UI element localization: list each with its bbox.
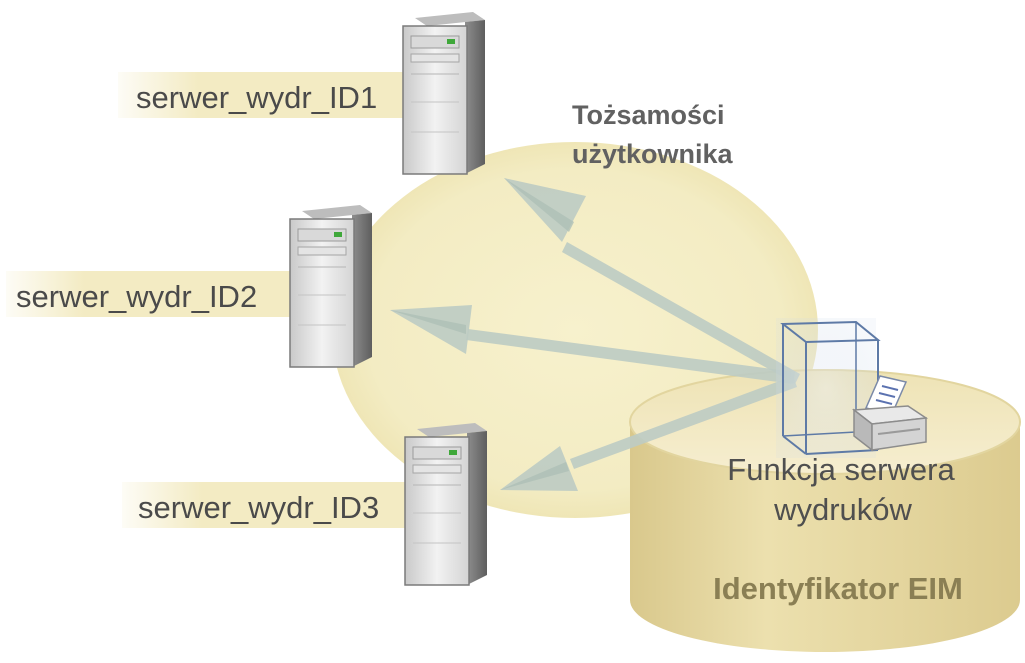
arrow-to-server-1 [504, 178, 800, 384]
print-server-function-line1: Funkcja serwera [727, 452, 955, 487]
arrow-to-server-2 [390, 305, 795, 384]
eim-identifier-label: Identyfikator EIM [713, 571, 963, 606]
label-band-2 [6, 271, 318, 317]
user-identities-heading-line2: użytkownika [572, 139, 734, 169]
arrow-to-server-3 [500, 376, 797, 491]
printer-icon [852, 375, 929, 452]
user-identities-heading-line1: Tożsamości [572, 100, 725, 130]
server-label-3: serwer_wydr_ID3 [138, 490, 379, 525]
server-icon-3 [404, 423, 487, 586]
label-band-1 [118, 72, 438, 118]
server-icon-2 [289, 205, 372, 368]
label-band-3 [122, 482, 442, 528]
server-label-1: serwer_wydr_ID1 [136, 80, 377, 115]
print-server-function-line2: wydruków [773, 492, 912, 527]
server-label-2: serwer_wydr_ID2 [16, 279, 257, 314]
print-server-box-icon [776, 318, 881, 458]
server-icon-1 [402, 12, 485, 175]
